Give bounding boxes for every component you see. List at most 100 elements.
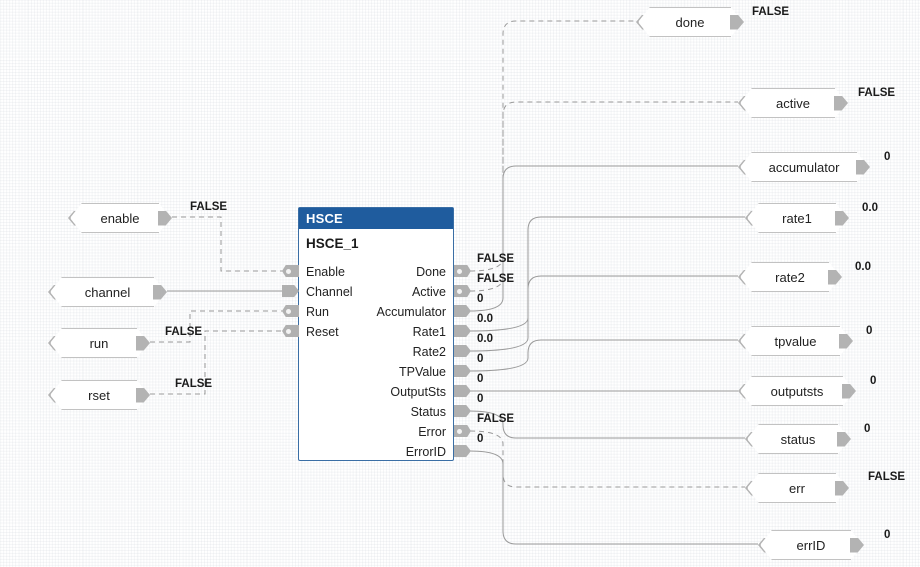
port-bool-dot	[286, 308, 291, 314]
variable-label-run: run	[61, 328, 137, 358]
variable-label-outputsts: outputsts	[751, 376, 843, 406]
value-out-active: FALSE	[477, 273, 515, 285]
connector-arrow-right	[842, 383, 856, 399]
variable-box-accumulator[interactable]: accumulator	[738, 152, 870, 182]
connector-arrow-right	[835, 210, 849, 226]
variable-label-status: status	[758, 424, 838, 454]
variable-box-rset[interactable]: rset	[48, 380, 150, 410]
connector-arrow-right	[136, 387, 150, 403]
wire-error-to-err	[469, 430, 745, 488]
port-out-accumulator[interactable]	[454, 305, 471, 317]
variable-box-run[interactable]: run	[48, 328, 150, 358]
variable-label-enable: enable	[81, 203, 159, 233]
function-block-instance-label: HSCE_1	[306, 236, 359, 251]
pin-in-enable: Enable	[306, 265, 345, 279]
port-bool-dot	[457, 268, 462, 274]
variable-label-accumulator: accumulator	[751, 152, 857, 182]
value-out-errorid: 0	[477, 433, 484, 445]
pin-out-error: Error	[418, 425, 446, 439]
connector-arrow-right	[153, 284, 167, 300]
variable-box-channel[interactable]: channel	[48, 277, 167, 307]
value-accumulator: 0	[884, 151, 891, 163]
value-outputsts: 0	[870, 375, 877, 387]
value-done: FALSE	[752, 6, 790, 18]
port-out-error[interactable]	[454, 425, 471, 437]
value-enable: FALSE	[190, 201, 228, 213]
variable-label-err: err	[758, 473, 836, 503]
pin-out-done: Done	[416, 265, 446, 279]
pin-out-rate2: Rate2	[412, 345, 446, 359]
port-out-rate2[interactable]	[454, 345, 471, 357]
variable-label-active: active	[751, 88, 835, 118]
connector-arrow-right	[158, 210, 172, 226]
port-out-tpvalue[interactable]	[454, 365, 471, 377]
variable-label-channel: channel	[61, 277, 154, 307]
variable-box-rate2[interactable]: rate2	[738, 262, 842, 292]
variable-box-outputsts[interactable]: outputsts	[738, 376, 856, 406]
connector-arrow-right	[730, 14, 744, 30]
connector-arrow-right	[828, 269, 842, 285]
variable-box-rate1[interactable]: rate1	[745, 203, 849, 233]
port-in-run[interactable]	[282, 305, 299, 317]
value-out-done: FALSE	[477, 253, 515, 265]
value-out-rate1: 0.0	[477, 313, 493, 325]
pin-out-status: Status	[410, 405, 446, 419]
connector-arrow-right	[839, 333, 853, 349]
value-out-rate2: 0.0	[477, 333, 493, 345]
wire-errorid-to-errid	[469, 450, 758, 545]
variable-box-errid[interactable]: errID	[758, 530, 864, 560]
port-out-status[interactable]	[454, 405, 471, 417]
wire-enable-to-enable	[172, 216, 288, 272]
value-rate1: 0.0	[862, 202, 878, 214]
port-out-rate1[interactable]	[454, 325, 471, 337]
port-out-outputsts[interactable]	[454, 385, 471, 397]
variable-box-err[interactable]: err	[745, 473, 849, 503]
value-out-outputsts: 0	[477, 373, 484, 385]
variable-box-active[interactable]: active	[738, 88, 848, 118]
pin-out-rate1: Rate1	[412, 325, 446, 339]
connector-arrow-right	[856, 159, 870, 175]
variable-box-done[interactable]: done	[636, 7, 744, 37]
pin-out-outputsts: OutputSts	[390, 385, 446, 399]
port-in-reset[interactable]	[282, 325, 299, 337]
wire-rate2-to-rate2	[469, 275, 738, 352]
value-out-accumulator: 0	[477, 293, 484, 305]
value-out-error: FALSE	[477, 413, 515, 425]
pin-in-channel: Channel	[306, 285, 353, 299]
wire-rate1-to-rate1	[469, 216, 745, 332]
value-err: FALSE	[868, 471, 906, 483]
port-in-enable[interactable]	[282, 265, 299, 277]
port-out-done[interactable]	[454, 265, 471, 277]
function-block-hsce[interactable]: HSCE HSCE_1 Enable Channel Run Reset Don…	[298, 207, 454, 461]
variable-box-status[interactable]: status	[745, 424, 851, 454]
port-in-channel[interactable]	[282, 285, 299, 297]
connector-arrow-right	[835, 480, 849, 496]
port-out-errorid[interactable]	[454, 445, 471, 457]
value-status: 0	[864, 423, 871, 435]
port-out-active[interactable]	[454, 285, 471, 297]
pin-out-active: Active	[411, 285, 446, 299]
pin-out-accumulator: Accumulator	[376, 305, 446, 319]
wire-tpvalue-to-tpvalue	[469, 339, 738, 372]
variable-box-enable[interactable]: enable	[68, 203, 172, 233]
function-block-type-label: HSCE	[299, 208, 453, 229]
value-run: FALSE	[165, 326, 203, 338]
variable-label-errid: errID	[771, 530, 851, 560]
variable-label-done: done	[649, 7, 731, 37]
value-rate2: 0.0	[855, 261, 871, 273]
value-active: FALSE	[858, 87, 896, 99]
variable-label-rate2: rate2	[751, 262, 829, 292]
connector-arrow-right	[136, 335, 150, 351]
port-bool-dot	[286, 328, 291, 334]
variable-box-tpvalue[interactable]: tpvalue	[738, 326, 853, 356]
connector-arrow-right	[834, 95, 848, 111]
port-bool-dot	[286, 268, 291, 274]
pin-out-errorid: ErrorID	[405, 445, 446, 459]
value-out-status: 0	[477, 393, 484, 405]
wire-run-to-run	[150, 310, 288, 343]
value-out-tpvalue: 0	[477, 353, 484, 365]
wire-active-to-active	[469, 101, 738, 292]
pin-in-reset: Reset	[306, 325, 339, 339]
